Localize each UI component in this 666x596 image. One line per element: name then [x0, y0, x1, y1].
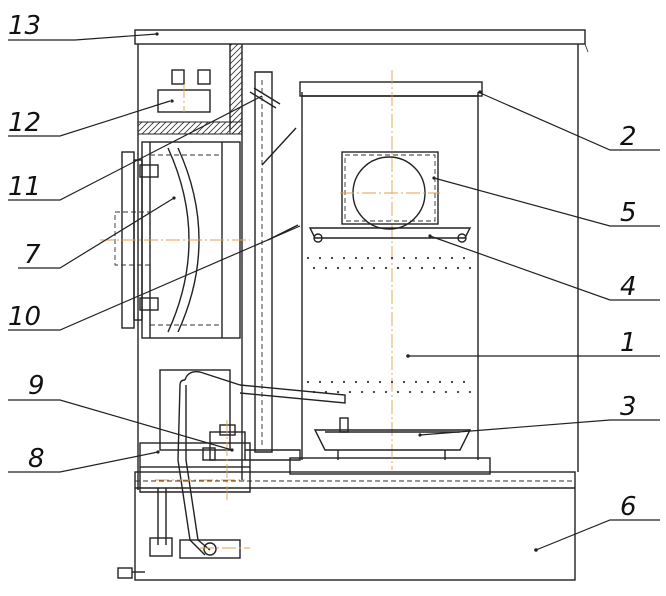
- perforation-hole: [330, 256, 334, 260]
- perforation-hole: [420, 266, 424, 270]
- bottom-pan: [313, 417, 472, 460]
- callout-4: 4: [620, 272, 637, 302]
- perforation-hole: [468, 266, 472, 270]
- perforation-hole: [306, 256, 310, 260]
- perforations: [306, 256, 472, 394]
- perforation-hole: [366, 380, 370, 384]
- perforation-hole: [312, 266, 316, 270]
- perforation-hole: [450, 256, 454, 260]
- perforation-hole: [360, 266, 364, 270]
- perforation-hole: [354, 256, 358, 260]
- fan-assembly: [100, 141, 250, 339]
- perforation-hole: [414, 256, 418, 260]
- perforation-hole: [420, 390, 424, 394]
- perforation-hole: [318, 380, 322, 384]
- viewer-box: [340, 151, 440, 230]
- perforation-hole: [324, 266, 328, 270]
- perforation-hole: [408, 390, 412, 394]
- perforation-hole: [378, 380, 382, 384]
- callout-3: 3: [620, 392, 637, 422]
- perforation-hole: [390, 256, 394, 260]
- perforation-hole: [432, 390, 436, 394]
- perforation-hole: [354, 380, 358, 384]
- perforation-hole: [360, 390, 364, 394]
- perforation-hole: [426, 256, 430, 260]
- insulation-hatch: [137, 43, 243, 135]
- tray: [308, 227, 472, 243]
- leader-lines: [8, 32, 660, 552]
- perforation-hole: [342, 256, 346, 260]
- perforation-hole: [306, 380, 310, 384]
- perforation-hole: [432, 266, 436, 270]
- perforation-hole: [342, 380, 346, 384]
- callout-9: 9: [28, 371, 45, 401]
- perforation-hole: [384, 390, 388, 394]
- callout-7: 7: [24, 240, 41, 270]
- callout-6: 6: [620, 492, 637, 522]
- perforation-hole: [330, 380, 334, 384]
- perforation-hole: [378, 256, 382, 260]
- perforation-hole: [372, 266, 376, 270]
- perforation-hole: [366, 256, 370, 260]
- callout-1: 1: [620, 328, 637, 358]
- perforation-hole: [468, 390, 472, 394]
- callout-13: 13: [8, 11, 41, 41]
- control-box: [157, 69, 211, 113]
- callout-11: 11: [8, 172, 41, 202]
- callout-10: 10: [8, 302, 41, 332]
- perforation-hole: [408, 266, 412, 270]
- cabinet: [134, 29, 589, 581]
- perforation-hole: [402, 256, 406, 260]
- perforation-hole: [390, 380, 394, 384]
- perforation-hole: [318, 256, 322, 260]
- perforation-hole: [438, 380, 442, 384]
- heater-tube: [177, 370, 346, 556]
- perforation-hole: [384, 266, 388, 270]
- drive-mechanism: [117, 369, 301, 579]
- perforation-hole: [348, 266, 352, 270]
- perforation-hole: [462, 380, 466, 384]
- perforation-hole: [462, 256, 466, 260]
- perforation-hole: [426, 380, 430, 384]
- perforation-hole: [372, 390, 376, 394]
- perforation-hole: [450, 380, 454, 384]
- perforation-hole: [348, 390, 352, 394]
- perforation-hole: [402, 380, 406, 384]
- perforation-hole: [456, 266, 460, 270]
- callout-labels: 13 12 11 7 10 9 8 2 5 4 1 3 6: [8, 11, 637, 522]
- perforation-hole: [396, 390, 400, 394]
- perforation-hole: [396, 266, 400, 270]
- callout-8: 8: [28, 444, 45, 474]
- perforation-hole: [456, 390, 460, 394]
- callout-2: 2: [620, 122, 637, 152]
- perforation-hole: [444, 266, 448, 270]
- perforation-hole: [414, 380, 418, 384]
- perforation-hole: [336, 390, 340, 394]
- callout-12: 12: [8, 108, 41, 138]
- perforation-hole: [336, 266, 340, 270]
- chamber: [289, 70, 491, 475]
- perforation-hole: [438, 256, 442, 260]
- perforation-hole: [444, 390, 448, 394]
- callout-5: 5: [620, 198, 637, 228]
